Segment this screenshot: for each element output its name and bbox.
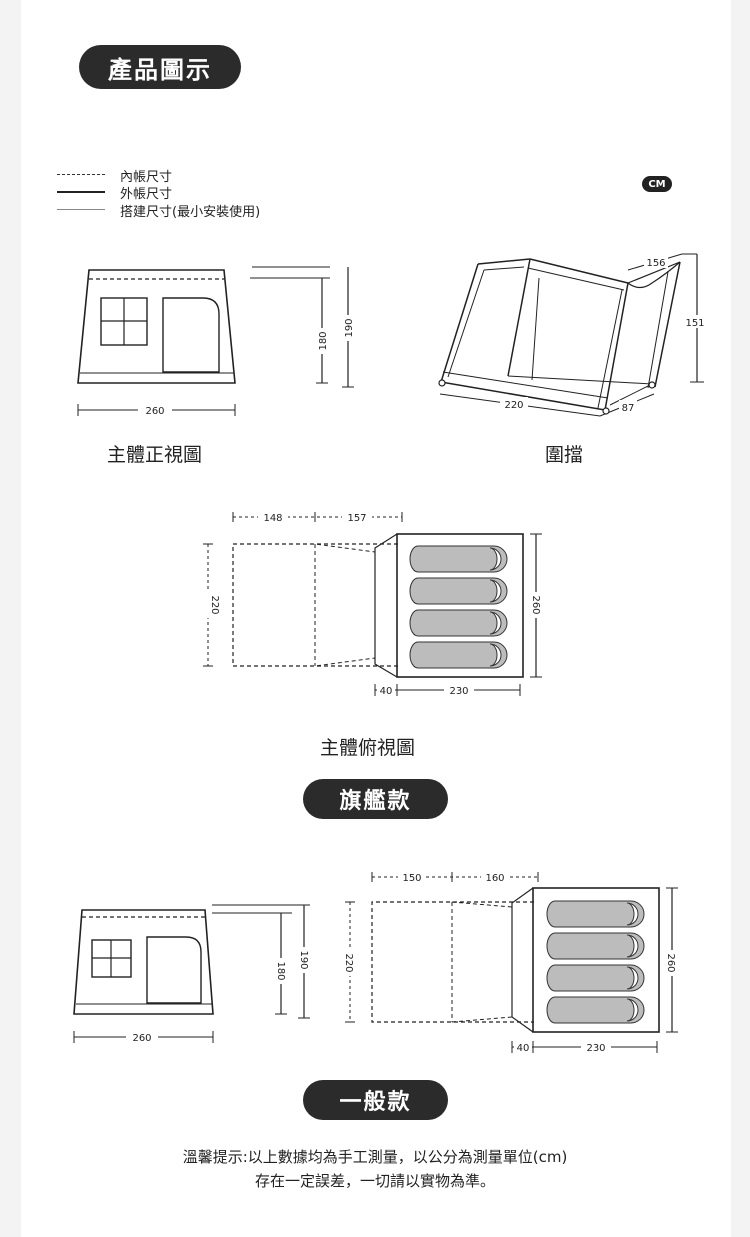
note-line-2: 存在一定誤差，一切請以實物為準。 <box>254 1172 495 1190</box>
legend-thin-line <box>57 209 105 210</box>
standard-top-vestibule-label: 40 <box>517 1043 530 1054</box>
legend-label-outer: 外帳尺寸 <box>120 187 173 202</box>
unit-badge: CM <box>642 176 672 192</box>
flagship-sleeping-pads <box>409 545 508 669</box>
standard-sleeping-pads <box>546 900 645 1024</box>
section-title: 產品圖示 <box>79 45 241 89</box>
standard-top-depth-label: 230 <box>586 1043 605 1054</box>
enclosure-length-label: 220 <box>504 400 523 411</box>
flagship-top-vestibule-label: 40 <box>380 686 393 697</box>
standard-model-label: 一般款 <box>303 1080 448 1120</box>
flagship-front-view: 260 180 190 <box>77 266 355 417</box>
flagship-enclosure-view: 156 151 220 87 <box>438 253 708 417</box>
flagship-top-outer-width-label: 260 <box>530 595 541 614</box>
standard-top-inner1-label: 150 <box>402 873 421 884</box>
enclosure-top-label: 156 <box>646 258 665 269</box>
standard-top-inner-width-label: 220 <box>343 953 354 972</box>
note-line-1: 溫馨提示:以上數據均為手工測量，以公分為測量單位(cm) <box>182 1148 568 1166</box>
standard-top-outer-width-label: 260 <box>665 953 676 972</box>
flagship-top-view: 148 157 220 260 40 230 <box>201 511 543 697</box>
flagship-front-width-label: 260 <box>145 406 164 417</box>
enclosure-side-label: 87 <box>622 403 635 414</box>
standard-front-inner-height-label: 180 <box>275 961 286 980</box>
flagship-top-inner2-label: 157 <box>347 513 366 524</box>
standard-front-outer-height-label: 190 <box>298 950 309 969</box>
legend-label-setup: 搭建尺寸(最小安裝使用) <box>120 205 261 220</box>
enclosure-height-label: 151 <box>685 318 704 329</box>
legend-dashed-line <box>57 174 105 175</box>
standard-top-inner2-label: 160 <box>485 873 504 884</box>
flagship-enclosure-caption: 圍擋 <box>545 444 584 466</box>
standard-front-view: 260 180 190 <box>73 904 311 1044</box>
legend-solid-line <box>57 191 105 193</box>
standard-front-width-label: 260 <box>132 1033 151 1044</box>
flagship-front-outer-height-label: 190 <box>344 318 355 337</box>
flagship-front-caption: 主體正視圖 <box>107 444 203 466</box>
legend-label-inner: 內帳尺寸 <box>120 170 173 185</box>
flagship-model-label: 旗艦款 <box>303 779 448 819</box>
flagship-top-inner1-label: 148 <box>263 513 282 524</box>
standard-top-view: 150 160 220 260 40 230 <box>343 871 679 1054</box>
flagship-top-caption: 主體俯視圖 <box>320 737 416 759</box>
flagship-top-inner-width-label: 220 <box>209 595 220 614</box>
flagship-front-inner-height-label: 180 <box>318 331 329 350</box>
flagship-top-depth-label: 230 <box>449 686 468 697</box>
